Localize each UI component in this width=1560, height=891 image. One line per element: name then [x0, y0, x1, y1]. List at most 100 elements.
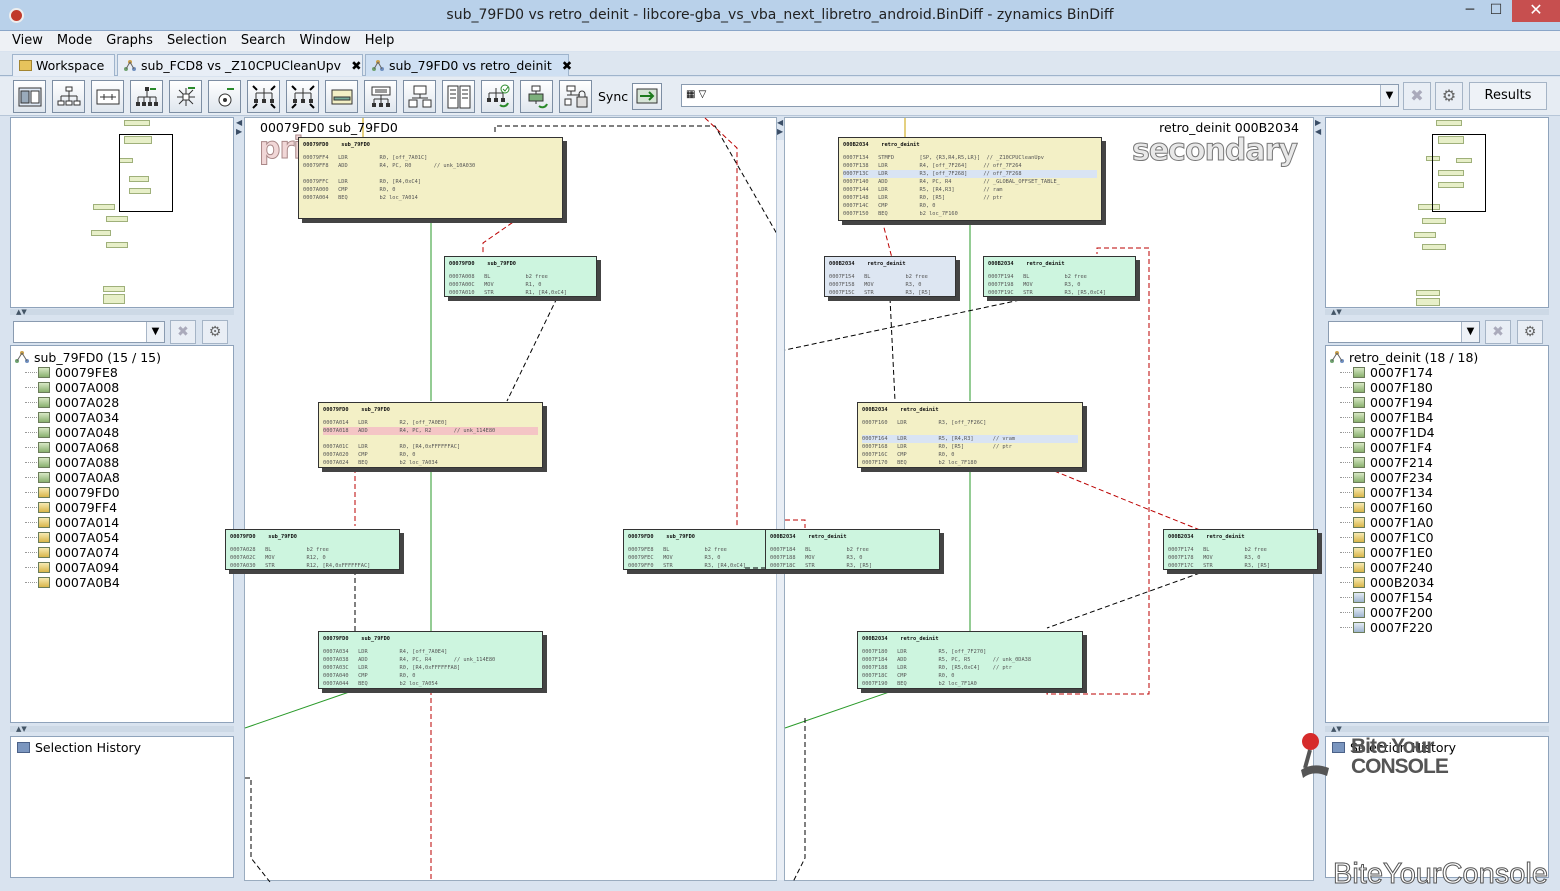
tree-node-item[interactable]: 0007A068 [25, 440, 120, 455]
tree-node-item[interactable]: 0007F180 [1340, 380, 1435, 395]
tree-node-item[interactable]: 0007F154 [1340, 590, 1435, 605]
selection-history-header[interactable]: Selection History [17, 740, 141, 755]
tree-node-item[interactable]: 0007F1C0 [1340, 530, 1435, 545]
tree-node-item[interactable]: 0007F200 [1340, 605, 1435, 620]
menu-mode[interactable]: Mode [56, 33, 93, 48]
instruction-line[interactable]: 0007F180 LDR R5, [off_7F270] [862, 649, 987, 655]
overview-viewport[interactable] [1432, 134, 1486, 212]
instruction-line[interactable]: 0007F140 ADD R4, PC, R4 // _GLOBAL_OFFSE… [843, 179, 1060, 185]
tree-node-item[interactable]: 0007A028 [25, 395, 120, 410]
instruction-line[interactable]: 0007F148 LDR R0, [R5] // ptr [843, 195, 1003, 201]
tab-sub-fcd8[interactable]: sub_FCD8 vs _Z10CPUCleanUpv✖ [117, 54, 363, 76]
tree-node-item[interactable]: 0007A034 [25, 410, 120, 425]
instruction-line[interactable]: 00079FFC LDR R0, [R4,0xC4] [303, 179, 421, 185]
filter-settings-button[interactable]: ⚙ [202, 320, 228, 344]
tree-node-item[interactable]: 000B2034 [1340, 575, 1435, 590]
tree-node-item[interactable]: 0007A0A8 [25, 470, 120, 485]
orthogonal-layout-button[interactable] [91, 80, 124, 113]
instruction-line[interactable]: 0007A038 ADD R4, PC, R4 // unk_114E80 [323, 657, 496, 663]
instruction-line[interactable]: 0007F194 BL b2 free [988, 274, 1087, 280]
instruction-line[interactable]: 0007F184 BL b2 free [770, 547, 869, 553]
tree-node-item[interactable]: 0007F194 [1340, 395, 1435, 410]
collapse-left-panel-icon[interactable]: ◀▶ [236, 118, 243, 136]
results-button[interactable]: Results [1469, 82, 1547, 110]
menu-graphs[interactable]: Graphs [106, 33, 153, 48]
expand-graph-button[interactable] [247, 80, 280, 113]
overview-viewport[interactable] [119, 134, 173, 212]
instruction-line[interactable]: 0007F178 MOV R3, 0 [1168, 555, 1261, 561]
split-view-button[interactable] [442, 80, 475, 113]
instruction-line[interactable]: 0007F18C STR R3, [R5] [770, 563, 873, 569]
basic-block[interactable]: 000B2034 retro_deinit 0007F184 BL b2 fre… [765, 529, 940, 570]
instruction-line[interactable]: 0007F170 BEQ b2 loc_7F180 [862, 460, 977, 466]
instruction-line[interactable]: 0007A01C LDR R0, [R4,0xFFFFFFAC] [323, 444, 461, 450]
maximize-button[interactable]: ☐ [1489, 2, 1503, 18]
graph-settings-button[interactable] [403, 80, 436, 113]
clear-filter-button[interactable]: ✖ [170, 320, 196, 344]
instruction-line[interactable]: 0007A028 BL b2 free [230, 547, 329, 553]
instruction-line[interactable]: 0007F18C CMP R0, 0 [862, 673, 955, 679]
menu-search[interactable]: Search [240, 33, 286, 48]
basic-block[interactable]: 00079FD0 sub_79FD0 00079FE8 BL b2 free 0… [623, 529, 778, 570]
tree-node-item[interactable]: 0007A014 [25, 515, 120, 530]
tree-node-item[interactable]: 0007F214 [1340, 455, 1435, 470]
circular-layout-button[interactable] [130, 80, 163, 113]
instruction-line[interactable]: 0007F15C STR R3, [R5] [829, 290, 932, 296]
instruction-line[interactable]: 0007F150 BEQ b2 loc_7F160 [843, 211, 958, 217]
instruction-line[interactable]: 00079FF0 STR R3, [R4,0xC4] [628, 563, 746, 569]
basic-block[interactable]: 000B2034 retro_deinit 0007F174 BL b2 fre… [1163, 529, 1318, 570]
show-both-graphs-button[interactable] [13, 80, 46, 113]
collapse-graph-icon[interactable]: ◀▶ [777, 118, 784, 136]
instruction-line[interactable]: 0007F17C STR R3, [R5] [1168, 563, 1271, 569]
instruction-line[interactable]: 0007A00C MOV R1, 0 [449, 282, 542, 288]
instruction-line[interactable]: 0007F138 LDR R4, [off_7F264] // off_7F26… [843, 163, 1022, 169]
remove-match-button[interactable] [520, 80, 553, 113]
lock-match-button[interactable] [559, 80, 592, 113]
basic-block[interactable]: 00079FD0 sub_79FD0 0007A014 LDR R2, [off… [318, 402, 543, 468]
zoom-to-fit-button[interactable] [169, 80, 202, 113]
tab-sub-79fd0[interactable]: sub_79FD0 vs retro_deinit✖ [365, 54, 572, 76]
instruction-line[interactable]: 0007F174 BL b2 free [1168, 547, 1267, 553]
splitter[interactable]: ▲▼ [1325, 726, 1549, 733]
instruction-line[interactable]: 0007F154 BL b2 free [829, 274, 928, 280]
instruction-line[interactable]: 0007A044 BEQ b2 loc_7A054 [323, 681, 438, 687]
tree-node-item[interactable]: 0007F134 [1340, 485, 1435, 500]
menu-selection[interactable]: Selection [166, 33, 227, 48]
splitter[interactable]: ▲▼ [1325, 309, 1549, 316]
graph-divider[interactable] [776, 140, 784, 880]
tree-node-item[interactable]: 0007A074 [25, 545, 120, 560]
instruction-line[interactable]: 0007A020 CMP R0, 0 [323, 452, 416, 458]
tree-node-item[interactable]: 0007F160 [1340, 500, 1435, 515]
instruction-line[interactable]: 0007A040 CMP R0, 0 [323, 673, 416, 679]
instruction-line[interactable]: 0007F134 STMFD [SP, {R3,R4,R5,LR}] // _Z… [843, 155, 1044, 161]
instruction-line[interactable]: 0007F144 LDR R5, [R4,R3] // ram [843, 187, 1003, 193]
instruction-line[interactable]: 0007F13C LDR R3, [off_7F268] // off_7F26… [843, 170, 1097, 178]
tree-node-item[interactable]: 0007F1A0 [1340, 515, 1435, 530]
instruction-line[interactable]: 0007F198 MOV R3, 0 [988, 282, 1081, 288]
instruction-line[interactable]: 0007F168 LDR R0, [R5] // ptr [862, 444, 1012, 450]
instruction-line[interactable]: 0007A034 LDR R4, [off_7A0E4] [323, 649, 448, 655]
minimize-button[interactable]: ─ [1465, 2, 1475, 18]
chevron-down-icon[interactable]: ▼ [146, 322, 164, 342]
search-settings-button[interactable]: ⚙ [1435, 82, 1463, 110]
add-match-button[interactable] [481, 80, 514, 113]
tree-node-item[interactable]: 0007F174 [1340, 365, 1435, 380]
instruction-line[interactable]: 0007A02C MOV R12, 0 [230, 555, 326, 561]
search-combo[interactable]: ▦ ▽ ▼ [681, 84, 1399, 107]
tree-node-item[interactable]: 0007F1B4 [1340, 410, 1435, 425]
collapse-right-panel-icon[interactable]: ▶◀ [1315, 118, 1322, 136]
instruction-line[interactable]: 0007F164 LDR R5, [R4,R3] // vram [862, 435, 1078, 443]
node-details-button[interactable] [364, 80, 397, 113]
secondary-filter-input[interactable]: ▼ [1328, 321, 1480, 343]
hierarchic-layout-button[interactable] [52, 80, 85, 113]
chevron-down-icon[interactable]: ▼ [1380, 85, 1398, 106]
basic-block[interactable]: 000B2034 retro_deinit 0007F134 STMFD [SP… [838, 137, 1102, 221]
basic-block[interactable]: 000B2034 retro_deinit 0007F160 LDR R3, [… [857, 402, 1083, 468]
secondary-graph-view[interactable]: retro_deinit 000B2034 secondary 000B2034… [745, 117, 1318, 883]
basic-block[interactable]: 00079FD0 sub_79FD0 00079FF4 LDR R0, [off… [298, 137, 563, 219]
secondary-graph-overview[interactable] [1325, 117, 1549, 308]
tree-node-item[interactable]: 0007A048 [25, 425, 120, 440]
tree-node-item[interactable]: 0007F1E0 [1340, 545, 1435, 560]
instruction-line[interactable]: 0007A008 BL b2 free [449, 274, 548, 280]
tree-node-item[interactable]: 0007A054 [25, 530, 120, 545]
